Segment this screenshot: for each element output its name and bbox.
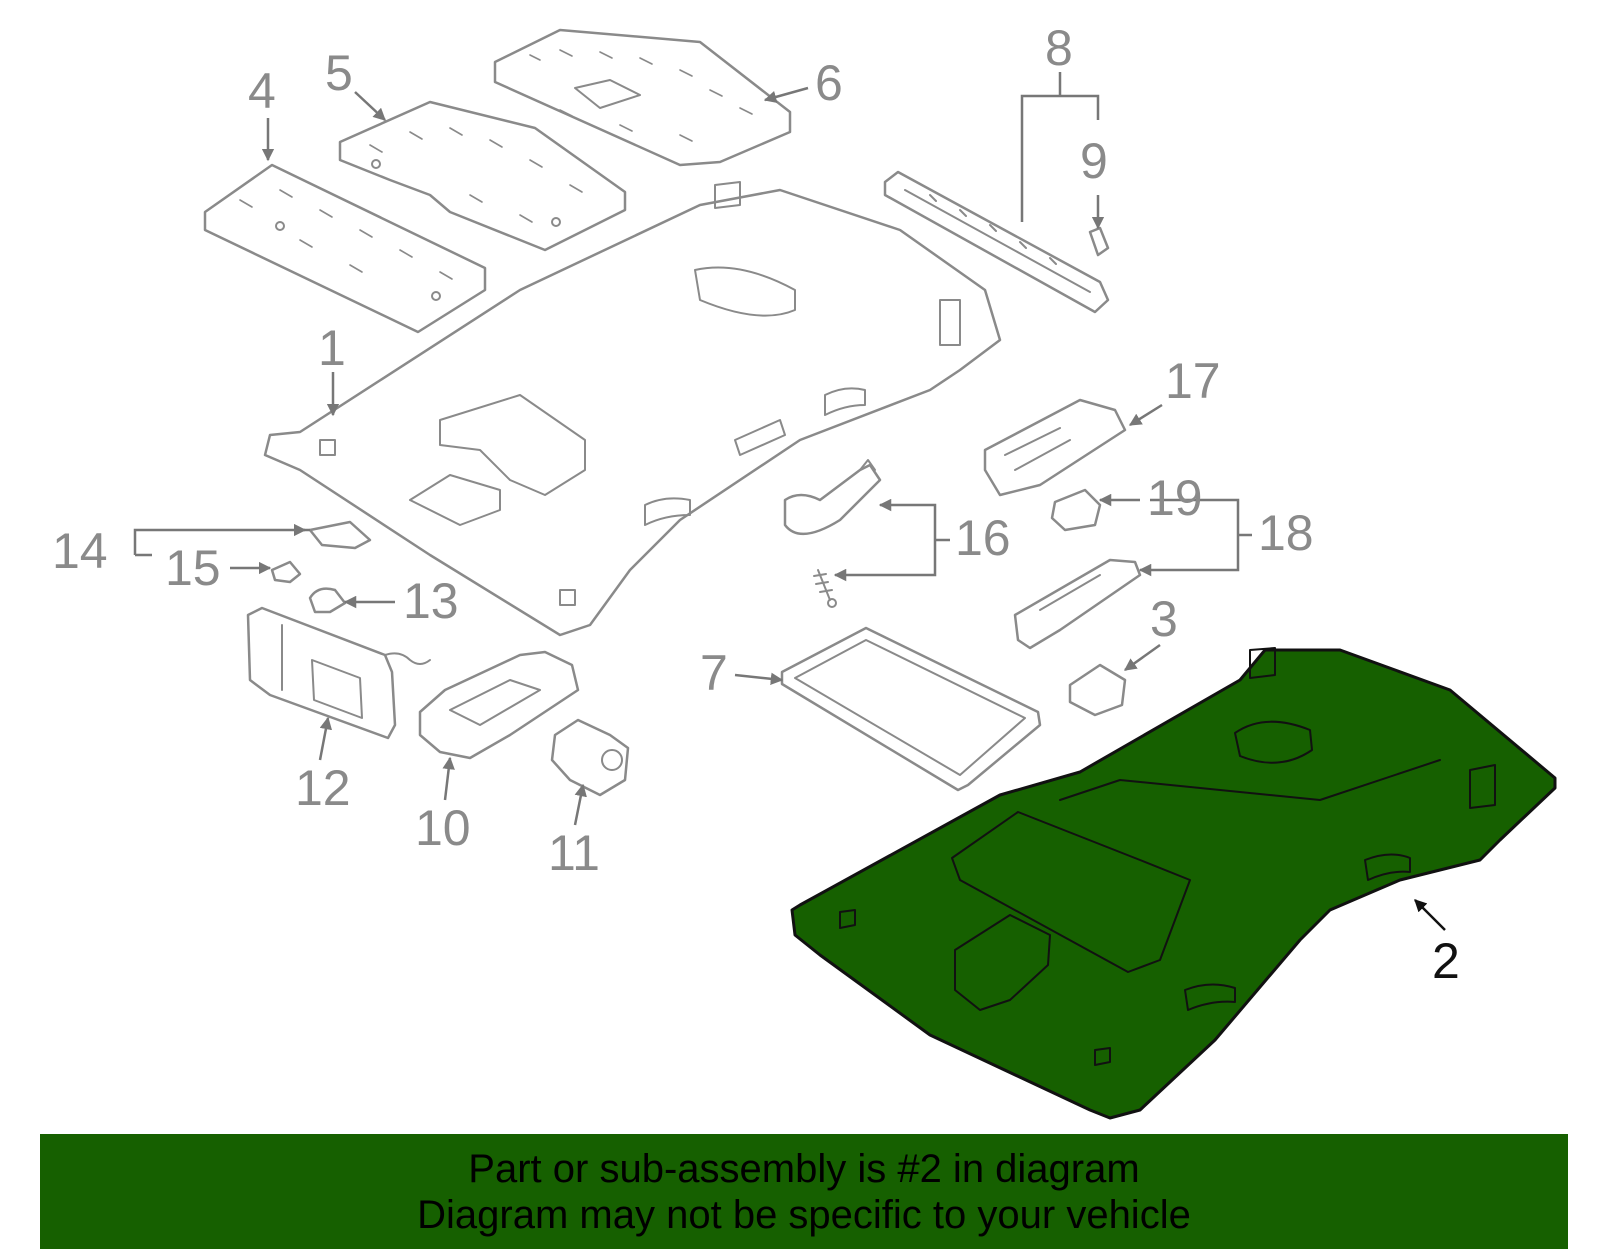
pad-part-5[interactable] [338,100,627,252]
rail-part-8[interactable] [883,170,1110,314]
clip-part-14[interactable] [308,520,372,550]
callout-13[interactable]: 13 [403,573,459,629]
callout-4[interactable]: 4 [248,63,276,119]
callout-6[interactable]: 6 [815,55,843,111]
callout-19[interactable]: 19 [1147,470,1203,526]
screw-part-16[interactable] [813,569,837,608]
headliner-part-1[interactable] [263,181,1002,637]
handle-part-16[interactable] [783,459,882,536]
pad-part-6[interactable] [493,28,792,167]
pad-part-4[interactable] [203,163,487,334]
clip-part-9[interactable] [1088,226,1110,257]
clip-part-3[interactable] [1068,663,1127,717]
callout-15[interactable]: 15 [165,540,221,596]
banner-line-2: Diagram may not be specific to your vehi… [417,1192,1191,1237]
console-part-10[interactable] [418,650,580,760]
callout-16[interactable]: 16 [955,510,1011,566]
bracket-part-18[interactable] [1013,558,1142,650]
callout-2[interactable]: 2 [1432,933,1460,989]
visor-part-12[interactable] [246,606,431,740]
callout-3[interactable]: 3 [1150,591,1178,647]
frame-part-7[interactable] [780,626,1042,792]
callout-18[interactable]: 18 [1258,505,1314,561]
callout-17[interactable]: 17 [1165,353,1221,409]
callout-labels: 1 2 3 4 5 6 7 8 9 10 11 12 13 14 15 16 1… [52,20,1460,989]
hook-part-13[interactable] [308,587,347,614]
bracket-part-17[interactable] [983,398,1127,497]
callout-5[interactable]: 5 [325,45,353,101]
info-banner: Part or sub-assembly is #2 in diagram Di… [40,1134,1568,1249]
callout-10[interactable]: 10 [415,800,471,856]
callout-9[interactable]: 9 [1080,133,1108,189]
clip-part-19[interactable] [1050,488,1102,532]
banner-line-1: Part or sub-assembly is #2 in diagram [468,1146,1140,1191]
clip-part-15[interactable] [270,560,302,584]
callout-12[interactable]: 12 [295,760,351,816]
callout-1[interactable]: 1 [318,320,346,376]
callout-7[interactable]: 7 [700,645,728,701]
callout-11[interactable]: 11 [548,825,600,881]
lamp-part-11[interactable] [550,718,630,797]
leader-lines [133,72,1446,931]
headliner-part-2[interactable] [790,647,1557,1120]
callout-8[interactable]: 8 [1045,20,1073,76]
callout-14[interactable]: 14 [52,523,108,579]
